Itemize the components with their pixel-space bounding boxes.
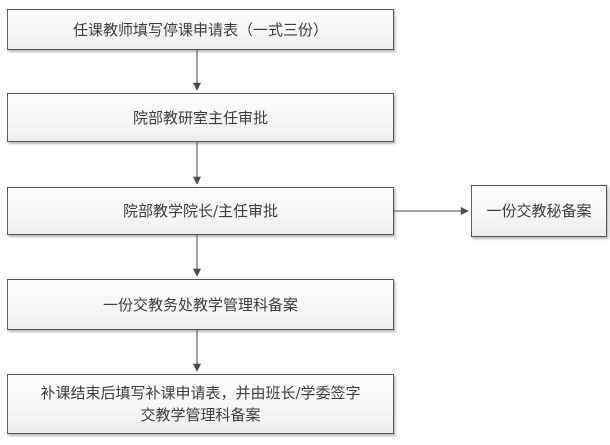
flow-step-1-label: 任课教师填写停课申请表（一式三份） — [72, 20, 328, 39]
flow-step-2-box: 院部教研室主任审批 — [7, 93, 394, 142]
flow-step-4-label: 一份交教务处教学管理科备案 — [102, 295, 298, 314]
flow-step-3-box: 院部教学院长/主任审批 — [7, 187, 394, 235]
flow-step-2-label: 院部教研室主任审批 — [132, 108, 268, 127]
flow-step-1-box: 任课教师填写停课申请表（一式三份） — [7, 9, 394, 50]
flow-step-5-label: 补课结束后填写补课申请表，并由班长/学委签字 交教学管理科备案 — [40, 384, 361, 424]
flow-side-note-label: 一份交教秘备案 — [486, 202, 592, 220]
flow-step-5-box: 补课结束后填写补课申请表，并由班长/学委签字 交教学管理科备案 — [7, 374, 394, 434]
flow-step-4-box: 一份交教务处教学管理科备案 — [7, 279, 394, 330]
flow-step-3-label: 院部教学院长/主任审批 — [122, 202, 279, 220]
flow-side-note-box: 一份交教秘备案 — [471, 185, 607, 237]
